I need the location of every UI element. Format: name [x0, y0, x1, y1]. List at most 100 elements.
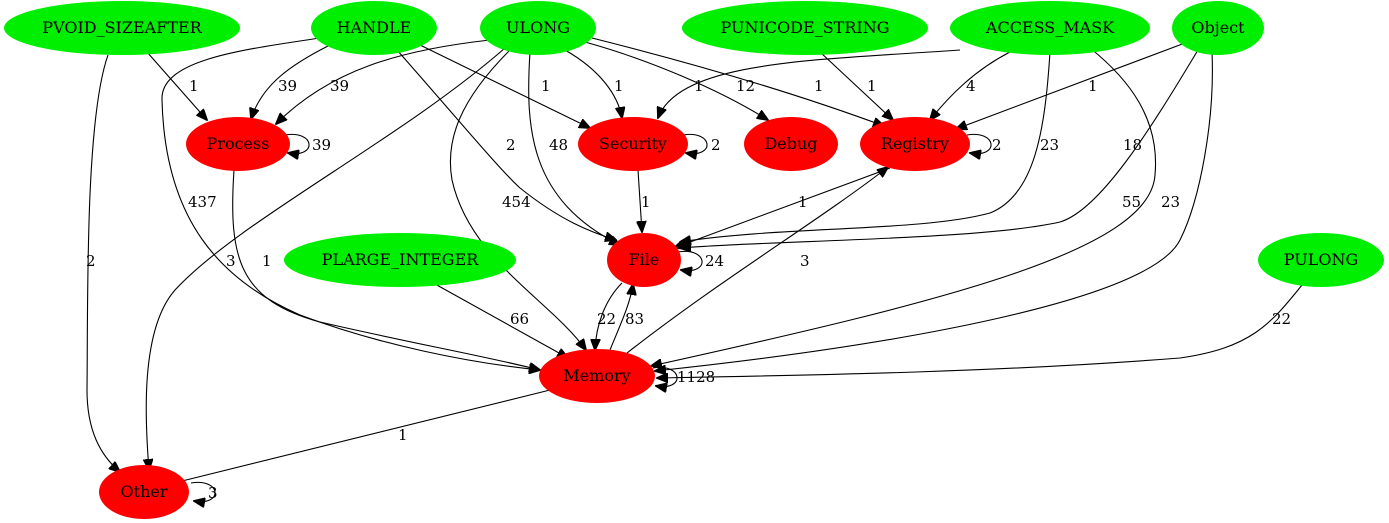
edge-ulong-memory: 454	[449, 49, 586, 350]
edge-object-registry: 1	[956, 42, 1186, 129]
node-label: Debug	[764, 134, 817, 153]
node-label: HANDLE	[337, 18, 412, 37]
node-label: PVOID_SIZEAFTER	[42, 18, 202, 37]
node-label: Registry	[881, 134, 949, 153]
edge-ulong-process: 39	[276, 39, 491, 124]
edge-ulong-registry: 1	[591, 37, 884, 126]
edge-label: 18	[1123, 136, 1142, 154]
edge-label: 2	[86, 252, 96, 270]
node-label: ULONG	[506, 18, 570, 37]
node-label: Security	[599, 134, 667, 153]
edge-label: 2	[992, 136, 1002, 154]
edge-label: 22	[1272, 310, 1291, 328]
node-label: Other	[121, 482, 168, 501]
node-handle: HANDLE	[311, 1, 437, 55]
node-memory: Memory	[539, 349, 655, 403]
edge-access-file: 23	[680, 51, 1059, 242]
edge-label: 4	[966, 77, 976, 95]
edge-registry-self: 2	[966, 133, 1002, 154]
edge-label: 3	[800, 252, 810, 270]
edge-process-self: 39	[284, 133, 331, 154]
edge-process-memory: 1	[232, 169, 540, 370]
edge-access-security: 1	[658, 49, 961, 118]
edge-other-self: 3	[190, 481, 218, 502]
edge-handle-process: 39	[251, 44, 331, 119]
edge-ulong-debug: 12	[584, 41, 768, 120]
edge-label: 1	[694, 77, 704, 95]
edge-handle-memory: 437	[161, 37, 540, 370]
edge-access-memory: 55	[651, 47, 1157, 366]
edge-label: 39	[312, 136, 331, 154]
node-process: Process	[186, 117, 290, 171]
edge-label: 24	[705, 252, 724, 270]
edge-object-memory: 23	[655, 51, 1213, 371]
edge-label: 454	[502, 193, 531, 211]
node-pulong: PULONG	[1258, 233, 1384, 287]
edge-access-registry: 4	[930, 51, 1011, 120]
edge-label: 1	[641, 193, 651, 211]
edge-punicode-registry: 1	[819, 51, 893, 120]
edge-memory-file: 83	[609, 284, 644, 351]
edge-label: 1	[867, 77, 877, 95]
node-other: Other	[99, 465, 189, 519]
edge-label: 1	[541, 77, 551, 95]
edge-memory-registry: 3	[626, 167, 888, 354]
node-label: Memory	[563, 366, 630, 385]
node-label: Process	[207, 134, 270, 153]
edge-file-self: 24	[677, 250, 724, 270]
edge-handle-security: 1	[419, 44, 590, 128]
node-label: PUNICODE_STRING	[721, 18, 890, 37]
edge-security-self: 2	[682, 133, 721, 154]
edge-label: 83	[625, 310, 644, 328]
edge-pulong-memory: 22	[657, 284, 1303, 378]
edge-label: 1	[398, 426, 408, 444]
edge-label: 23	[1040, 136, 1059, 154]
edge-label: 48	[549, 136, 568, 154]
edge-ulong-other: 3	[146, 47, 506, 470]
edge-label: 55	[1122, 193, 1141, 211]
edge-pvoid-other: 2	[86, 54, 120, 472]
node-ulong: ULONG	[480, 1, 596, 55]
edge-label: 1	[189, 77, 199, 95]
edge-label: 39	[278, 77, 297, 95]
edge-label: 1	[1088, 77, 1098, 95]
edge-label: 23	[1161, 193, 1180, 211]
node-registry: Registry	[860, 117, 970, 171]
edge-label: 39	[330, 77, 349, 95]
edge-object-file: 18	[680, 49, 1199, 248]
edge-label: 437	[188, 193, 217, 211]
edge-label: 2	[711, 136, 721, 154]
node-pvoid-sizeafter: PVOID_SIZEAFTER	[4, 1, 240, 55]
node-debug: Debug	[744, 117, 838, 171]
edge-label: 1	[614, 77, 624, 95]
node-security: Security	[578, 117, 688, 171]
node-object: Object	[1172, 1, 1264, 55]
node-access-mask: ACCESS_MASK	[950, 1, 1150, 55]
node-label: Object	[1191, 18, 1245, 37]
edge-label: 3	[226, 252, 236, 270]
node-file: File	[607, 233, 681, 287]
edge-ulong-security: 1	[564, 49, 624, 118]
edge-label: 1	[798, 193, 808, 211]
edge-handle-file: 2	[396, 49, 616, 240]
edge-label: 22	[597, 310, 616, 328]
edge-pvoid-process: 1	[146, 51, 207, 120]
edge-label: 3	[208, 484, 218, 502]
node-label: PULONG	[1284, 250, 1359, 269]
edge-label: 1	[814, 77, 824, 95]
edge-registry-file: 1	[674, 167, 891, 248]
edge-label: 2	[506, 136, 516, 154]
node-label: File	[629, 250, 660, 269]
node-plarge-integer: PLARGE_INTEGER	[284, 233, 516, 287]
edges: 1 2 39 437 2 1 39	[86, 37, 1303, 502]
edge-ulong-file: 48	[528, 51, 620, 245]
edge-file-memory: 22	[595, 282, 623, 350]
edge-security-file: 1	[638, 169, 651, 232]
node-punicode-string: PUNICODE_STRING	[682, 1, 928, 55]
edge-label: 66	[510, 310, 529, 328]
nodes: PVOID_SIZEAFTER HANDLE ULONG PUNICODE_ST…	[4, 1, 1384, 519]
node-label: ACCESS_MASK	[985, 18, 1115, 37]
edge-plarge-memory: 66	[434, 283, 568, 358]
edge-memory-other: 1	[170, 389, 551, 484]
